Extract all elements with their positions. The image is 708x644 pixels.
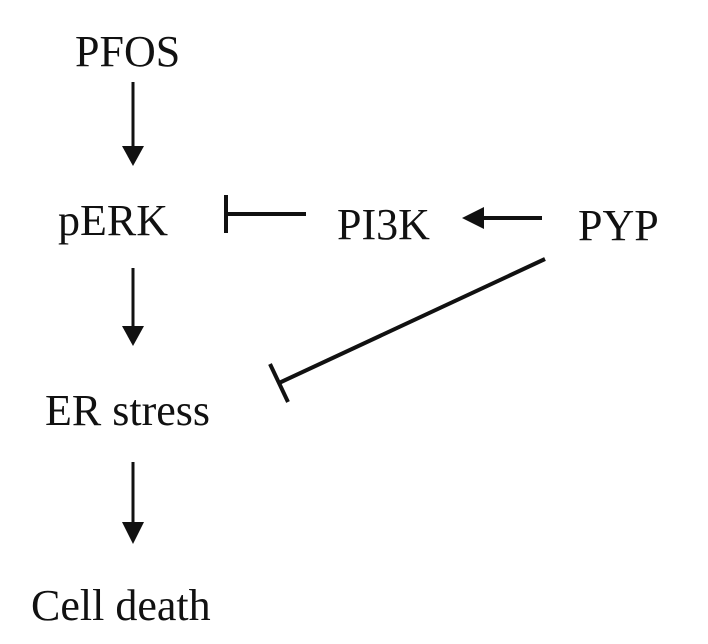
- arrowhead-perk-er: [122, 326, 144, 346]
- arrowhead-pyp-pi3k: [462, 207, 484, 229]
- node-er-stress: ER stress: [45, 386, 210, 435]
- node-cell-death: Cell death: [31, 581, 211, 630]
- arrowhead-er-death: [122, 522, 144, 544]
- edge-pyp-er-inhibit: [278, 257, 546, 385]
- edge-pyp-er-inhibit-bar: [268, 363, 290, 403]
- node-pi3k: PI3K: [337, 200, 430, 249]
- arrowhead-pfos-perk: [122, 146, 144, 166]
- node-perk: pERK: [58, 196, 168, 245]
- node-pfos: PFOS: [75, 27, 181, 76]
- node-pyp: PYP: [578, 201, 659, 250]
